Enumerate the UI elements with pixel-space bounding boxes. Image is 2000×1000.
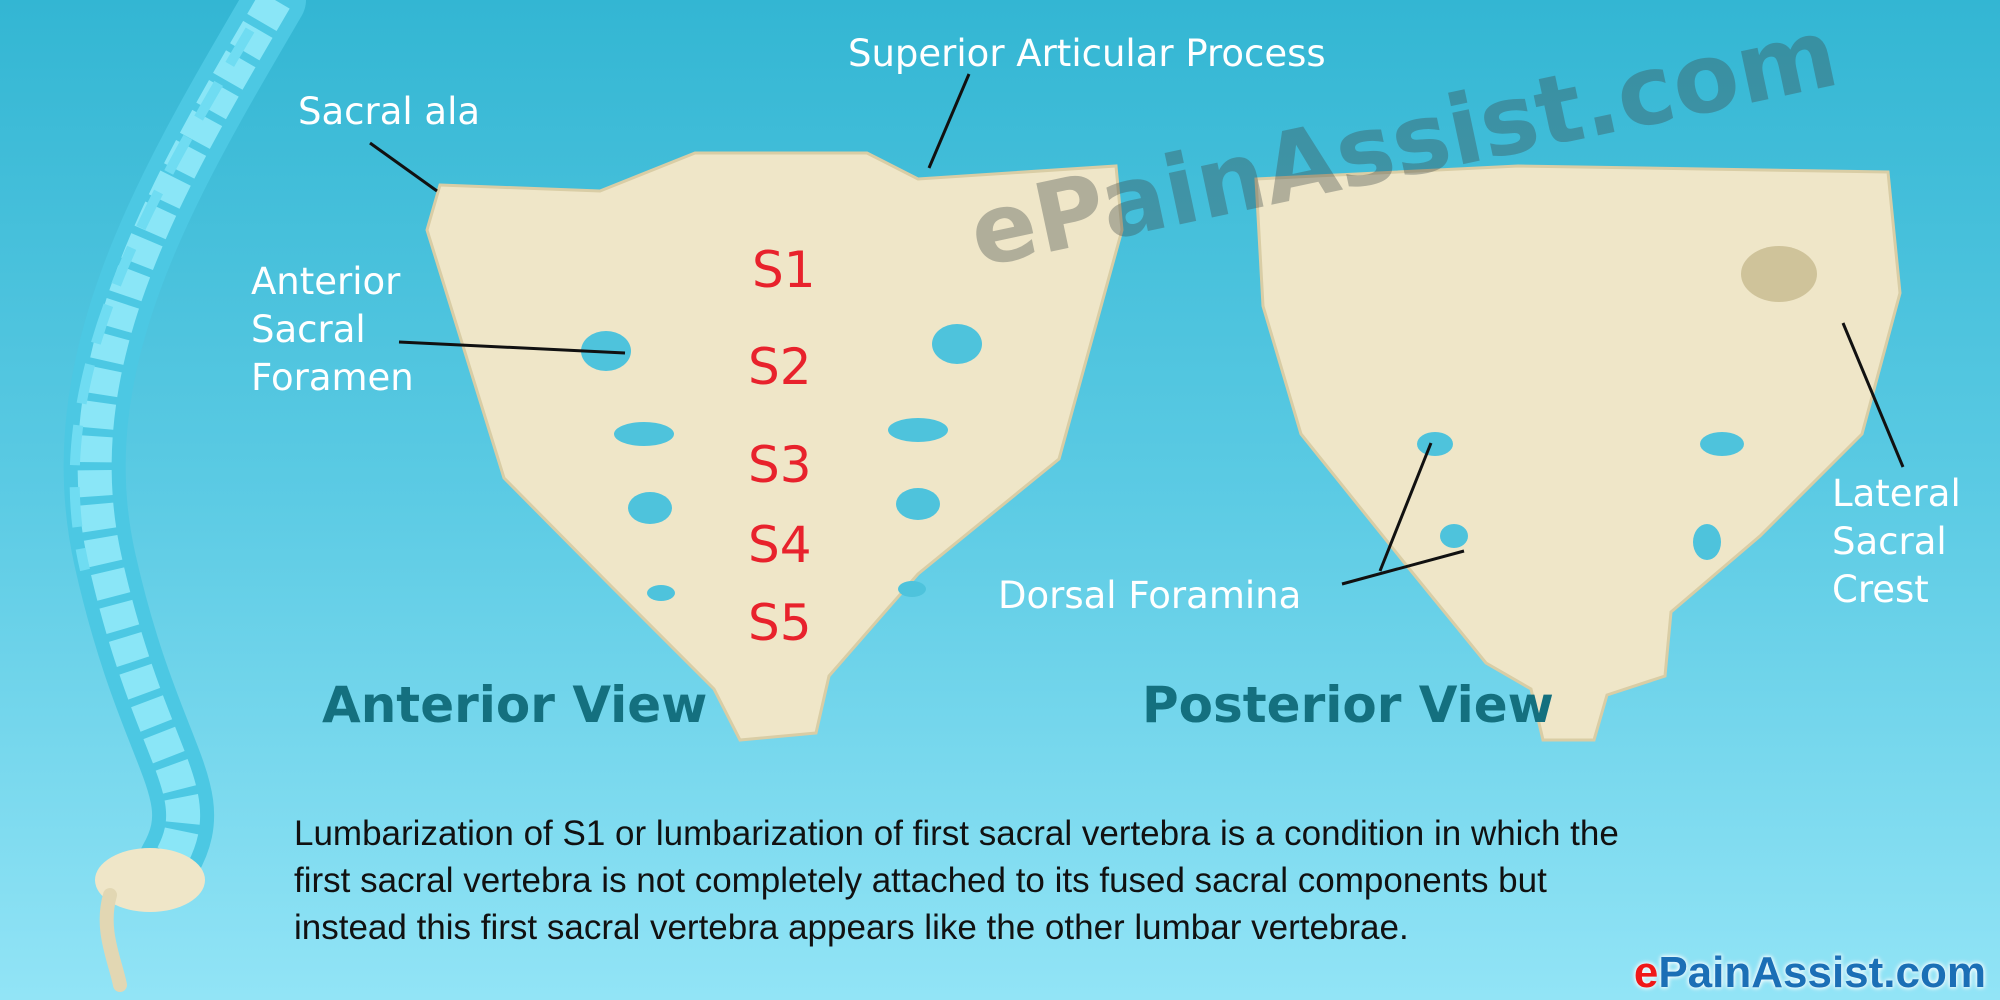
anterior-sacrum	[425, 151, 1124, 742]
label-line: Foramen	[251, 356, 414, 400]
description-text: Lumbarization of S1 or lumbarization of …	[294, 810, 1994, 951]
anterior-view-title: Anterior View	[322, 676, 708, 734]
logo-prefix: e	[1633, 948, 1659, 997]
label-anterior-sacral-foramen: Anterior Sacral Foramen	[251, 258, 414, 402]
segment-s3: S3	[748, 436, 812, 494]
label-line: Sacral	[251, 308, 366, 352]
posterior-sacrum	[1254, 164, 1902, 742]
label-line: Sacral	[1832, 520, 1947, 564]
label-dorsal-foramina: Dorsal Foramina	[998, 574, 1302, 617]
logo-text: PainAssist.com	[1658, 948, 1986, 997]
description-line: Lumbarization of S1 or lumbarization of …	[294, 814, 1619, 853]
segment-s2: S2	[748, 338, 812, 396]
label-sacral-ala: Sacral ala	[298, 90, 481, 133]
label-line: Anterior	[251, 260, 401, 303]
description-line: first sacral vertebra is not completely …	[294, 861, 1547, 900]
segment-s1: S1	[752, 241, 816, 299]
label-superior-articular-process: Superior Articular Process	[848, 32, 1326, 75]
description-line: instead this first sacral vertebra appea…	[294, 908, 1409, 947]
brand-logo: ePainAssist.com	[1634, 948, 1986, 998]
spine-illustration	[63, 0, 306, 992]
label-line: Lateral	[1832, 472, 1961, 515]
segment-s5: S5	[748, 594, 812, 652]
label-line: Crest	[1832, 568, 1929, 612]
segment-s4: S4	[748, 516, 812, 574]
label-lateral-sacral-crest: Lateral Sacral Crest	[1832, 470, 1961, 614]
posterior-view-title: Posterior View	[1142, 676, 1554, 734]
leader-lines	[369, 73, 1905, 586]
